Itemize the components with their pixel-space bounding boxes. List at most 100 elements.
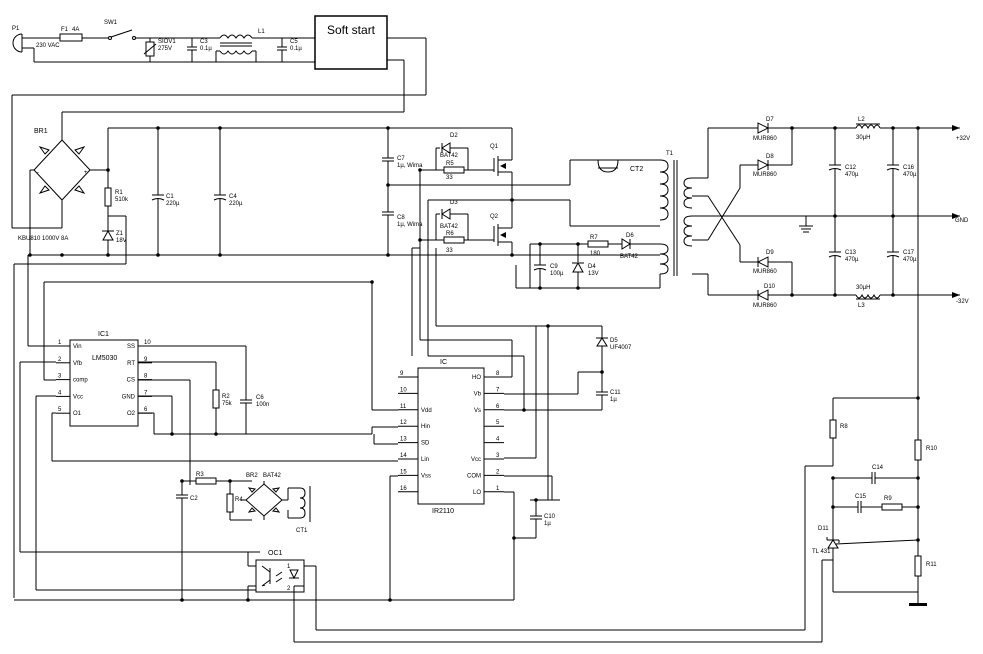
resistor-r4: R4 bbox=[226, 481, 252, 521]
zener-d4: D4 13V bbox=[572, 244, 599, 288]
ct2-label: CT2 bbox=[630, 166, 643, 173]
ic1-label: IC1 bbox=[98, 331, 109, 338]
switch-sw1: SW1 bbox=[104, 20, 136, 40]
d5-label: D5 bbox=[610, 338, 618, 344]
pin-label: Vcc bbox=[471, 457, 481, 463]
capacitor-c9: C9 100µ bbox=[533, 244, 564, 288]
oc1-pin1: 1 bbox=[287, 564, 291, 570]
z1-label: Z1 bbox=[116, 231, 124, 237]
c13-value: 470µ bbox=[845, 257, 859, 263]
c1-value: 220µ bbox=[166, 201, 180, 207]
d9-part: MUR860 bbox=[753, 269, 777, 275]
c3-value: 0.1µ bbox=[200, 46, 212, 52]
pin-number: 8 bbox=[496, 371, 500, 377]
resistor-r3: R3 bbox=[182, 472, 252, 485]
pin-number: 8 bbox=[144, 374, 148, 380]
pin-label: RT bbox=[127, 361, 135, 367]
pin-label: Lin bbox=[421, 457, 429, 463]
resistor-r11: R11 bbox=[914, 540, 937, 604]
br2-label: BR2 bbox=[246, 473, 258, 479]
z1-value: 18V bbox=[116, 238, 127, 244]
pin-number: 2 bbox=[496, 469, 500, 475]
pin-number: 3 bbox=[58, 374, 62, 380]
shunt-regulator-d11: D11 TL 431 bbox=[812, 526, 919, 592]
pin-label: comp bbox=[73, 378, 88, 384]
pin-label: O1 bbox=[73, 411, 82, 417]
pin-label: GND bbox=[122, 394, 136, 400]
r9-label: R9 bbox=[884, 496, 892, 502]
d3-part: BAT42 bbox=[440, 224, 459, 230]
pin-label: LO bbox=[473, 490, 481, 496]
capacitor-c12: C12 470µ bbox=[828, 128, 859, 216]
pin-label: COM bbox=[467, 473, 481, 479]
d9-label: D9 bbox=[766, 250, 774, 256]
r3-label: R3 bbox=[196, 472, 204, 478]
pin-number: 5 bbox=[58, 407, 62, 413]
bridge-rectifier-br1: - + BR1 KBU810 1000V 8A bbox=[18, 128, 91, 242]
capacitor-c11: C11 1µ bbox=[596, 372, 621, 403]
diode-d9: D9 MUR860 bbox=[753, 250, 793, 295]
c7-value: 1µ, Wima bbox=[397, 163, 423, 169]
t1-label: T1 bbox=[666, 151, 674, 157]
resistor-r8: R8 bbox=[829, 397, 918, 466]
r1-value: 510k bbox=[115, 197, 129, 203]
pin-label: Vfb bbox=[73, 361, 83, 367]
resistor-r9: R9 bbox=[881, 496, 918, 511]
zener-z1: Z1 18V bbox=[102, 226, 127, 255]
resistor-r6: R6 33 bbox=[420, 231, 494, 254]
pin-number: 2 bbox=[58, 357, 62, 363]
ic2-pins: 91011Vdd12Hin13SD14Lin15Vss168HO7Vb6Vs54… bbox=[398, 371, 504, 496]
c1-label: C1 bbox=[166, 194, 174, 200]
c9-value: 100µ bbox=[550, 271, 564, 277]
capacitor-c4: C4 220µ bbox=[213, 128, 243, 255]
mains-voltage-label: 230 VAC bbox=[36, 43, 60, 49]
fuse-f1: F1 4A bbox=[59, 27, 83, 42]
capacitor-c15: C15 bbox=[833, 494, 882, 513]
pin-number: 14 bbox=[400, 453, 407, 459]
c16-value: 470µ bbox=[903, 172, 917, 178]
r5-label: R5 bbox=[446, 161, 454, 167]
mosfet-q1: Q1 bbox=[490, 128, 513, 200]
pin-label: Vb bbox=[474, 391, 482, 397]
pin-number: 9 bbox=[144, 357, 148, 363]
pin-label: Vin bbox=[73, 344, 82, 350]
c17-label: C17 bbox=[903, 250, 915, 256]
inductor-l3: 30µH L3 bbox=[835, 285, 960, 309]
mosfet-q2: Q2 bbox=[490, 200, 513, 255]
br2-part: BAT42 bbox=[263, 473, 282, 479]
diode-d7: D7 bbox=[757, 117, 835, 134]
d6-part: BAT42 bbox=[620, 254, 639, 260]
resistor-r2: R2 75k bbox=[212, 389, 233, 434]
d2-part: BAT42 bbox=[440, 153, 459, 159]
ic2-label: IC bbox=[440, 359, 447, 366]
pin-number: 10 bbox=[144, 340, 151, 346]
pin-number: 9 bbox=[400, 371, 404, 377]
c8-value: 1µ, Wima bbox=[397, 222, 423, 228]
output-pos: +32V bbox=[952, 125, 970, 142]
d11-label: D11 bbox=[818, 526, 829, 532]
pin-number: 10 bbox=[400, 387, 407, 393]
out-pos-label: +32V bbox=[956, 136, 970, 142]
r11-label: R11 bbox=[926, 562, 937, 568]
pin-label: SD bbox=[421, 441, 430, 447]
r2-value: 75k bbox=[222, 401, 233, 407]
oc1-pin2: 2 bbox=[287, 586, 291, 592]
pin-number: 6 bbox=[496, 404, 500, 410]
plug-label: P1 bbox=[12, 26, 20, 32]
bridge-part-label: KBU810 1000V 8A bbox=[18, 236, 68, 242]
pin-label: CS bbox=[127, 378, 135, 384]
c15-label: C15 bbox=[855, 494, 867, 500]
siov-value: 275V bbox=[158, 46, 172, 52]
soft-start-block: Soft start bbox=[314, 15, 388, 70]
bridge-plus: + bbox=[84, 170, 88, 176]
c4-value: 220µ bbox=[229, 201, 243, 207]
ic1-part: LM5030 bbox=[92, 355, 117, 362]
c14-label: C14 bbox=[872, 465, 884, 471]
c10-value: 1µ bbox=[544, 521, 551, 527]
bridge-label: BR1 bbox=[34, 128, 48, 135]
capacitor-c6: C6 100n bbox=[240, 395, 269, 434]
resistor-r1: R1 510k bbox=[104, 170, 129, 207]
pin-label: O2 bbox=[127, 411, 136, 417]
r7-label: R7 bbox=[590, 235, 598, 241]
